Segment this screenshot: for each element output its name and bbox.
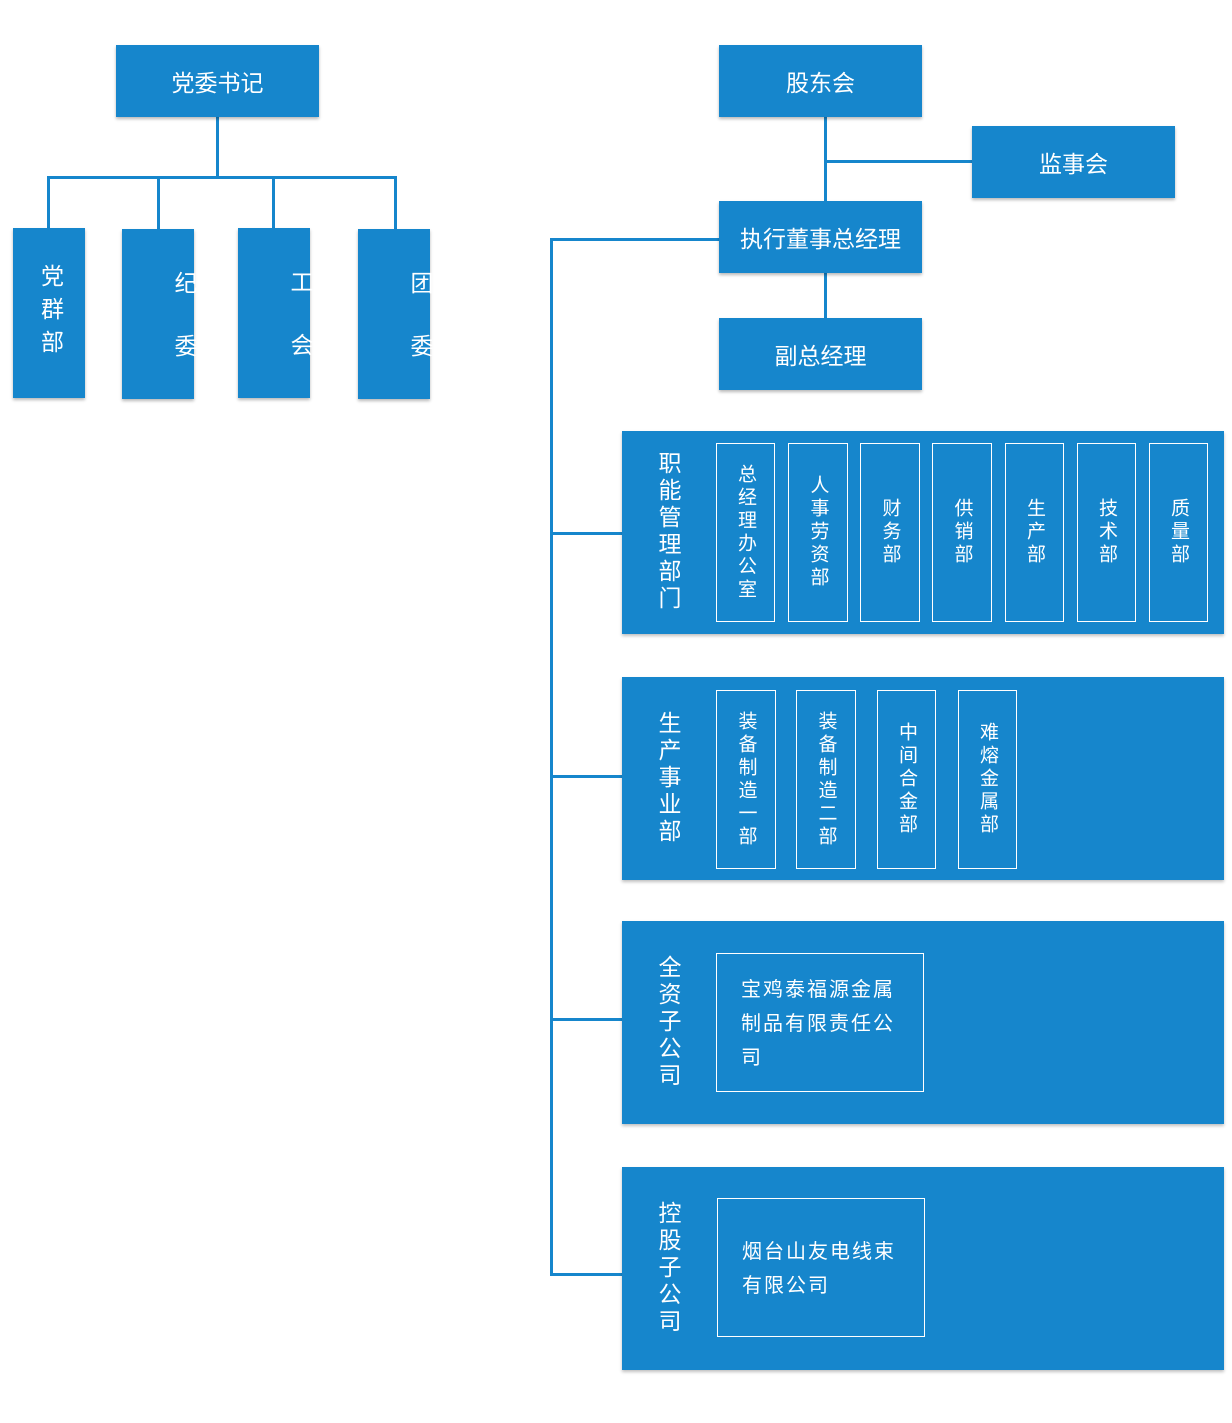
connector-line bbox=[824, 272, 827, 320]
functional-departments-panel: 职能管理部门 总经理办公室 人事劳资部 财务部 供销部 生产部 技术部 质量部 bbox=[622, 431, 1224, 634]
department-box: 人事劳资部 bbox=[788, 443, 848, 622]
subsidiary-name: 宝鸡泰福源金属制品有限责任公司 bbox=[741, 976, 895, 1069]
department-box: 供销部 bbox=[932, 443, 992, 622]
panel-label: 控股子公司 bbox=[654, 1201, 680, 1336]
connector-line bbox=[394, 176, 397, 230]
division-box: 装备制造二部 bbox=[796, 690, 856, 869]
panel-label: 全资子公司 bbox=[654, 955, 680, 1090]
connector-line bbox=[824, 160, 974, 163]
party-unit-box: 纪委 bbox=[122, 229, 196, 399]
connector-line bbox=[550, 1018, 624, 1021]
party-secretary-box: 党委书记 bbox=[116, 45, 319, 117]
party-unit-box: 工会 bbox=[238, 228, 312, 398]
division-box: 中间合金部 bbox=[877, 690, 936, 869]
connector-line bbox=[272, 176, 275, 230]
party-unit-box: 团委 bbox=[358, 229, 432, 399]
division-box: 难熔金属部 bbox=[958, 690, 1017, 869]
connector-line bbox=[824, 116, 827, 202]
holding-subsidiary-panel: 控股子公司 烟台山友电线束有限公司 bbox=[622, 1167, 1224, 1370]
department-box: 总经理办公室 bbox=[716, 443, 775, 622]
connector-line bbox=[216, 116, 219, 178]
wholly-owned-subsidiary-panel: 全资子公司 宝鸡泰福源金属制品有限责任公司 bbox=[622, 921, 1224, 1124]
subsidiary-box: 烟台山友电线束有限公司 bbox=[717, 1198, 925, 1337]
connector-line bbox=[157, 176, 160, 230]
division-box: 装备制造一部 bbox=[716, 690, 776, 869]
department-box: 质量部 bbox=[1149, 443, 1208, 622]
connector-line bbox=[550, 775, 624, 778]
panel-label: 生产事业部 bbox=[654, 711, 680, 846]
shareholders-box: 股东会 bbox=[719, 45, 922, 117]
supervisory-board-box: 监事会 bbox=[972, 126, 1175, 198]
connector-line bbox=[550, 532, 624, 535]
panel-label: 职能管理部门 bbox=[654, 451, 680, 613]
party-unit-box: 党群部 bbox=[13, 228, 85, 398]
connector-line bbox=[47, 176, 50, 230]
deputy-manager-box: 副总经理 bbox=[719, 318, 922, 390]
subsidiary-box: 宝鸡泰福源金属制品有限责任公司 bbox=[716, 953, 924, 1092]
connector-line bbox=[47, 176, 397, 179]
department-box: 技术部 bbox=[1077, 443, 1136, 622]
subsidiary-name: 烟台山友电线束有限公司 bbox=[742, 1238, 896, 1297]
department-box: 财务部 bbox=[860, 443, 920, 622]
executive-director-box: 执行董事总经理 bbox=[719, 201, 922, 273]
production-division-panel: 生产事业部 装备制造一部 装备制造二部 中间合金部 难熔金属部 bbox=[622, 677, 1224, 880]
connector-line bbox=[550, 238, 721, 241]
connector-line bbox=[550, 1273, 624, 1276]
department-box: 生产部 bbox=[1005, 443, 1064, 622]
connector-line bbox=[550, 238, 553, 1276]
